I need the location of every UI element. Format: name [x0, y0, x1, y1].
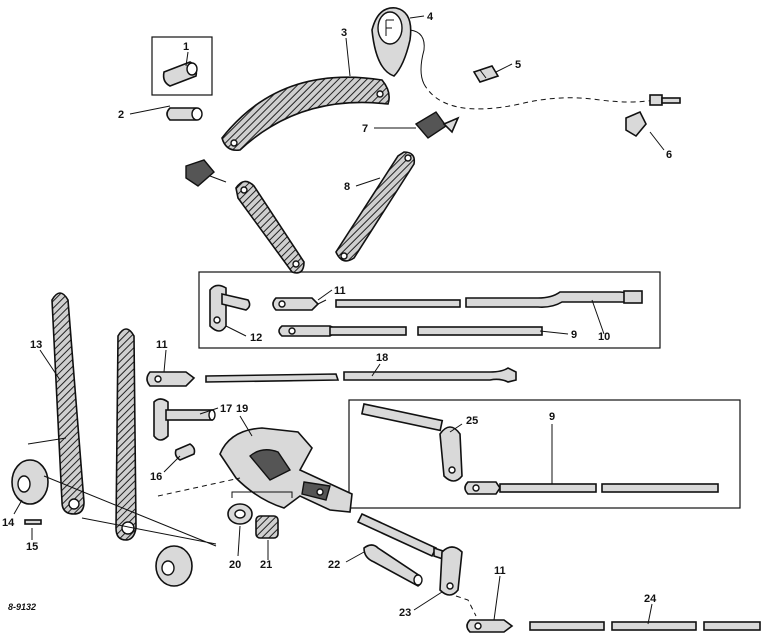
callout-9: 9: [549, 411, 555, 423]
callout-11-top: 11: [334, 285, 346, 297]
part-4-cable-end: [649, 94, 681, 106]
callout-9-inset: 9: [571, 329, 577, 341]
inset-box-rockshaft: [348, 399, 741, 509]
callout-11-lower: 11: [494, 565, 506, 577]
part-20-spring-washer: [227, 503, 253, 525]
part-3-quadrant: [221, 76, 390, 152]
part-9-rod-inset: [417, 326, 543, 336]
part-11-yoke-mid: [146, 371, 196, 387]
callout-21: 21: [260, 559, 272, 571]
part-14-washer: [11, 459, 49, 505]
callout-12: 12: [250, 332, 262, 344]
part-10-rod: [465, 290, 643, 308]
part-11-yoke-lower: [466, 619, 514, 633]
callout-11-mid: 11: [156, 339, 168, 351]
part-2-sleeve: [166, 107, 203, 121]
callout-13: 13: [30, 339, 42, 351]
part-11-yoke-top: [272, 297, 327, 311]
bracket-20-21: [231, 491, 293, 498]
callout-25: 25: [466, 415, 478, 427]
part-15-key: [24, 519, 42, 525]
linkage-yoke-lower: [278, 325, 407, 337]
callout-3: 3: [341, 27, 347, 39]
part-5-clip: [472, 65, 500, 83]
callout-10: 10: [598, 331, 610, 343]
part-4-cable: [423, 83, 655, 110]
part-1-sleeve: [162, 61, 198, 87]
part-12-lever: [209, 284, 251, 332]
leader-lines: [13, 15, 665, 625]
part-8-strap-left: [235, 180, 305, 274]
callout-5: 5: [515, 59, 521, 71]
callout-7: 7: [362, 123, 368, 135]
part-6-bracket: [625, 110, 647, 138]
part-19-bracket: [219, 427, 353, 513]
drawing-code: 8-9132: [8, 602, 36, 612]
callout-23: 23: [399, 607, 411, 619]
reference-line-lower: [455, 595, 477, 617]
part-16-sleeve: [174, 443, 196, 461]
part-23-lever-shaft: [356, 512, 463, 596]
part-13-arm-left: [51, 292, 85, 515]
part-7-clamp: [414, 111, 460, 139]
callout-8: 8: [344, 181, 350, 193]
part-25-rockshaft: [360, 403, 463, 482]
part-4-gauge: [371, 7, 425, 85]
part-8-strap-right: [335, 151, 416, 262]
callout-1: 1: [183, 41, 189, 53]
part-24-rods: [529, 621, 761, 631]
reference-lines: [27, 437, 217, 547]
callout-20: 20: [229, 559, 241, 571]
callout-4: 4: [427, 11, 434, 23]
callout-22: 22: [328, 559, 340, 571]
callout-14: 14: [2, 517, 15, 529]
part-13-arm-right: [115, 328, 137, 541]
part-21-spring: [255, 515, 279, 539]
callout-15: 15: [26, 541, 38, 553]
part-9-rod: [464, 481, 719, 495]
callout-6: 6: [666, 149, 672, 161]
linkage-rod-short-top: [335, 299, 461, 308]
wheel-right: [155, 545, 193, 587]
callout-16: 16: [150, 471, 162, 483]
part-18-rod: [205, 367, 517, 383]
inset-box-linkage: [198, 271, 661, 349]
inset-box-part-1: [151, 36, 213, 96]
part-3-clamp: [185, 159, 227, 187]
part-22-sleeve: [363, 544, 423, 587]
callout-17: 17: [220, 403, 232, 415]
callout-24: 24: [644, 593, 657, 605]
part-17-pin: [153, 398, 216, 441]
callout-19: 19: [236, 403, 248, 415]
callout-18: 18: [376, 352, 388, 364]
callout-2: 2: [118, 109, 124, 121]
reference-line-bracket: [157, 477, 241, 497]
